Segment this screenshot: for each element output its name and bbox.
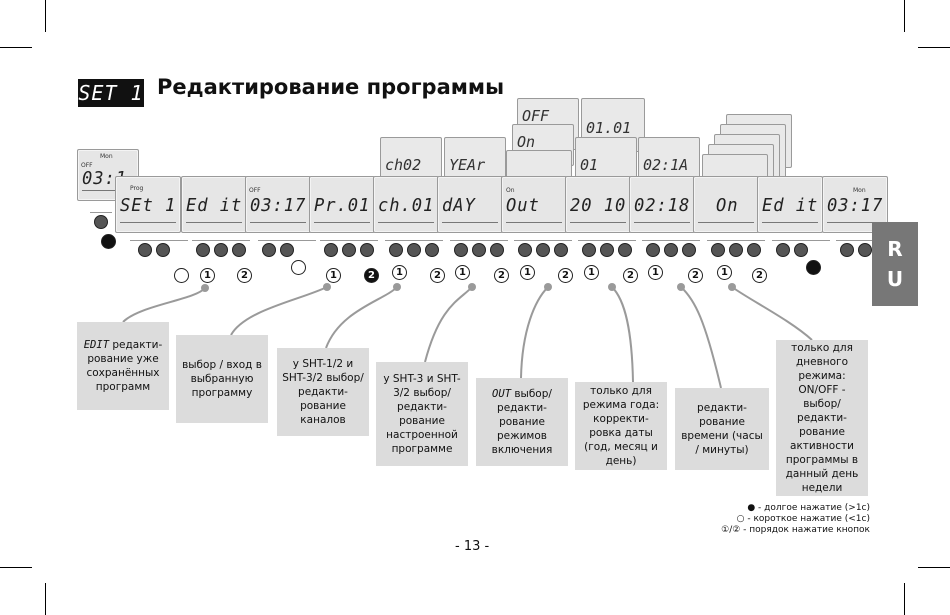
step-1-marker: 1 [326, 268, 341, 283]
legend-order: ①/② - порядок нажатие кнопок [721, 525, 870, 535]
step-1-marker: 1 [520, 265, 535, 280]
button-group [450, 240, 508, 259]
set-badge: SET 1 [78, 79, 144, 107]
lcd-screen: On [693, 176, 759, 233]
button-group [192, 240, 250, 259]
button-group [642, 240, 700, 259]
button-group [320, 240, 378, 259]
button-group [130, 240, 188, 259]
button-group [385, 240, 443, 259]
lcd-screen: 02:18 [629, 176, 695, 233]
button-group [514, 240, 572, 259]
step-2-marker: 2 [430, 268, 445, 283]
button-group [707, 240, 765, 259]
desc-date-correction: только для режима года: корректи-ровка д… [575, 382, 667, 470]
step-2-marker: 2 [558, 268, 573, 283]
desc-program-select: выбор / вход в выбранную программу [176, 335, 268, 423]
button-group [772, 240, 830, 259]
desc-out-modes: OUT выбор/редакти-рование режимов включе… [476, 378, 568, 466]
short-press-marker [291, 260, 306, 275]
button-group [258, 240, 316, 259]
long-press-marker [806, 260, 821, 275]
step-2-marker: 2 [752, 268, 767, 283]
step-1-marker: 1 [455, 265, 470, 280]
step-1-marker: 1 [584, 265, 599, 280]
lcd-screen: Ed it [757, 176, 823, 233]
short-press-marker [174, 268, 189, 283]
lcd-screen: Pr.01 [309, 176, 375, 233]
lcd-screen: Ed it [181, 176, 247, 233]
step-1-marker: 1 [392, 265, 407, 280]
step-2-marker: 2 [494, 268, 509, 283]
long-press-marker [101, 234, 116, 249]
page-number: - 13 - [455, 539, 490, 554]
desc-channels: у SHT-1/2 и SHT-3/2 выбор/редакти-ровани… [277, 348, 369, 436]
button-group [578, 240, 636, 259]
step-2-marker: 2 [237, 268, 252, 283]
lcd-screen: 20 10 [565, 176, 631, 233]
desc-time-edit: редакти-рование времени (часы / минуты) [675, 388, 769, 470]
step-2-marker: 2 [688, 268, 703, 283]
button-group [90, 212, 112, 231]
legend-short-press: ○ - короткое нажатие (<1с) [736, 514, 870, 524]
lcd-screen: ch.01 [373, 176, 439, 233]
legend-long-press: ● - долгое нажатие (>1с) [747, 503, 870, 513]
step-2-marker: 2 [623, 268, 638, 283]
step-1-marker: 1 [648, 265, 663, 280]
step-1-marker: 1 [717, 265, 732, 280]
step-1-marker: 1 [200, 268, 215, 283]
lcd-screen: dAY [437, 176, 503, 233]
desc-on-off-day: только для дневного режима: ON/OFF - выб… [776, 340, 868, 496]
desc-edit: EDIT редакти-рование уже сохранённых про… [77, 322, 169, 410]
button-group [836, 240, 894, 259]
step-2-long-marker: 2 [364, 268, 379, 283]
desc-configured-program: у SHT-3 и SHT-3/2 выбор/редакти-рование … [376, 362, 468, 466]
page-title: Редактирование программы [157, 75, 505, 99]
